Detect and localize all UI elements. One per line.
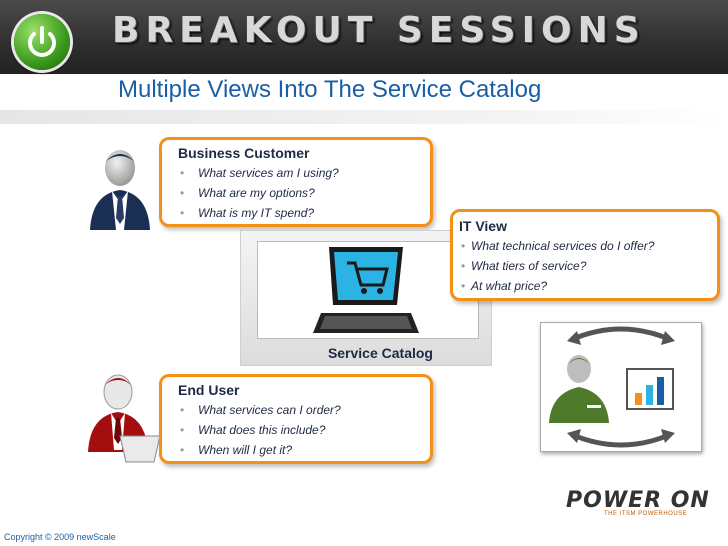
end-user-list: What services can I order? What does thi… <box>178 400 430 460</box>
business-customer-bubble: Business Customer What services am I usi… <box>159 137 433 227</box>
business-customer-heading: Business Customer <box>178 145 310 161</box>
business-customer-icon <box>90 150 150 230</box>
end-user-bubble: End User What services can I order? What… <box>159 374 433 464</box>
divider <box>0 110 728 124</box>
end-user-heading: End User <box>178 382 240 398</box>
page-title: Multiple Views Into The Service Catalog <box>118 76 542 103</box>
bar-chart-icon <box>626 368 674 410</box>
cycle-arrows-icon <box>567 326 675 448</box>
list-item: What services am I using? <box>178 163 430 183</box>
list-item: What is my IT spend? <box>178 203 430 223</box>
brand-tagline: THE ITSM POWERHOUSE <box>604 511 688 517</box>
service-catalog-label: Service Catalog <box>327 345 433 361</box>
it-view-card <box>540 322 702 452</box>
power-icon <box>14 14 70 70</box>
it-view-heading: IT View <box>459 218 507 234</box>
list-item: What technical services do I offer? <box>459 236 717 256</box>
it-view-bubble: IT View What technical services do I off… <box>450 209 720 301</box>
list-item: What does this include? <box>178 420 430 440</box>
header-banner: BREAKOUT SESSIONS <box>0 0 728 74</box>
it-person-icon <box>549 355 609 423</box>
brand-logo: POWER ON THE ITSM POWERHOUSE <box>566 488 710 517</box>
header-title: BREAKOUT SESSIONS <box>112 10 646 51</box>
end-user-icon <box>88 374 161 463</box>
copyright-text: Copyright © 2009 newScale <box>4 532 116 542</box>
list-item: What tiers of service? <box>459 256 717 276</box>
business-customer-list: What services am I using? What are my op… <box>178 163 430 223</box>
it-view-list: What technical services do I offer? What… <box>459 236 717 296</box>
list-item: What are my options? <box>178 183 430 203</box>
list-item: What services can I order? <box>178 400 430 420</box>
brand-name: POWER ON <box>566 488 710 513</box>
list-item: When will I get it? <box>178 440 430 460</box>
list-item: At what price? <box>459 276 717 296</box>
service-catalog-panel: Service Catalog <box>240 230 492 366</box>
computer-cart-icon <box>313 247 419 333</box>
